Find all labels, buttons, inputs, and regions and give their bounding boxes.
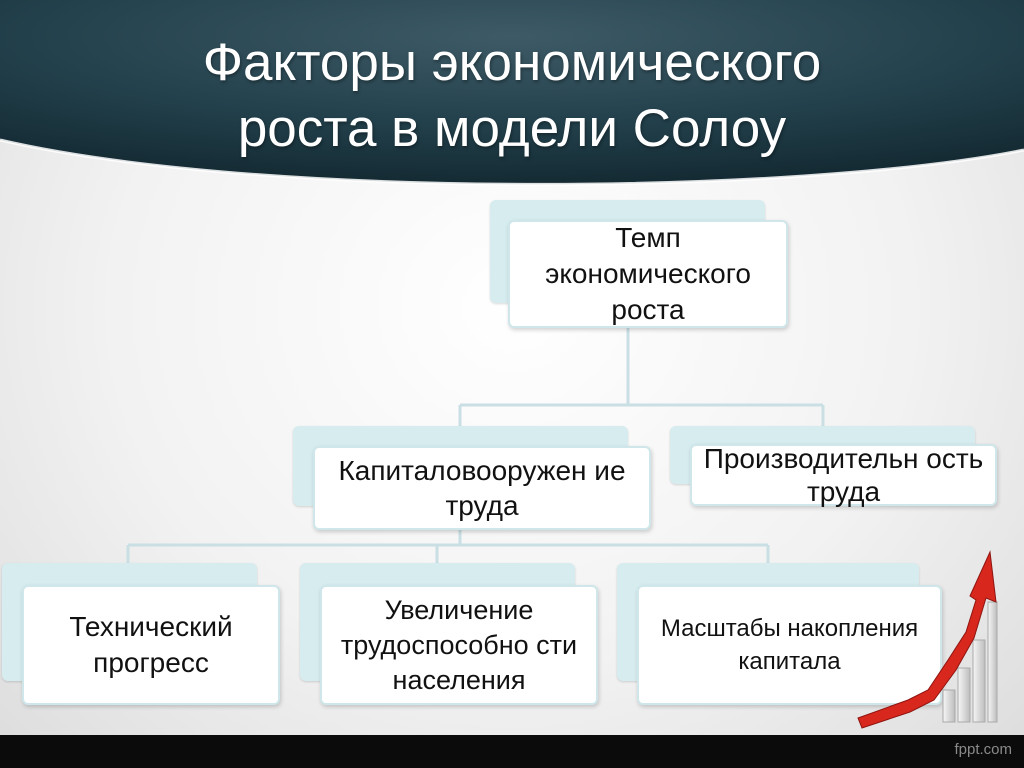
node-productivity: Производительн ость труда (670, 426, 997, 507)
title-line-1: Факторы экономического (202, 33, 822, 92)
growth-arrow-graphic (857, 550, 998, 729)
node-scale-label: Масштабы накопления капитала (660, 615, 919, 675)
node-capital: Капиталовооружен ие труда (293, 426, 651, 530)
node-root-box: Темп экономического роста (508, 220, 788, 328)
node-scale-box: Масштабы накопления капитала (637, 585, 942, 705)
node-capital-box: Капиталовооружен ие труда (313, 446, 651, 530)
node-labor: Увеличение трудоспособно сти населения (300, 563, 598, 705)
node-tech: Технический прогресс (2, 563, 280, 705)
node-productivity-label: Производительн ость труда (703, 443, 984, 507)
node-tech-label: Технический прогресс (69, 611, 233, 678)
node-labor-box: Увеличение трудоспособно сти населения (320, 585, 598, 705)
node-root: Темп экономического роста (490, 200, 788, 328)
node-root-label: Темп экономического роста (545, 222, 751, 325)
header-band (0, 0, 1024, 186)
footer-bar (0, 735, 1024, 768)
slide-title: Факторы экономического роста в модели Со… (0, 30, 1024, 162)
node-capital-label: Капиталовооружен ие труда (338, 455, 626, 521)
brand-watermark: fppt.com (954, 741, 1012, 758)
node-scale: Масштабы накопления капитала (617, 563, 942, 705)
node-labor-label: Увеличение трудоспособно сти населения (340, 594, 578, 695)
node-tech-box: Технический прогресс (22, 585, 280, 705)
node-productivity-box: Производительн ость труда (690, 443, 997, 507)
title-line-2: роста в модели Солоу (237, 99, 787, 158)
